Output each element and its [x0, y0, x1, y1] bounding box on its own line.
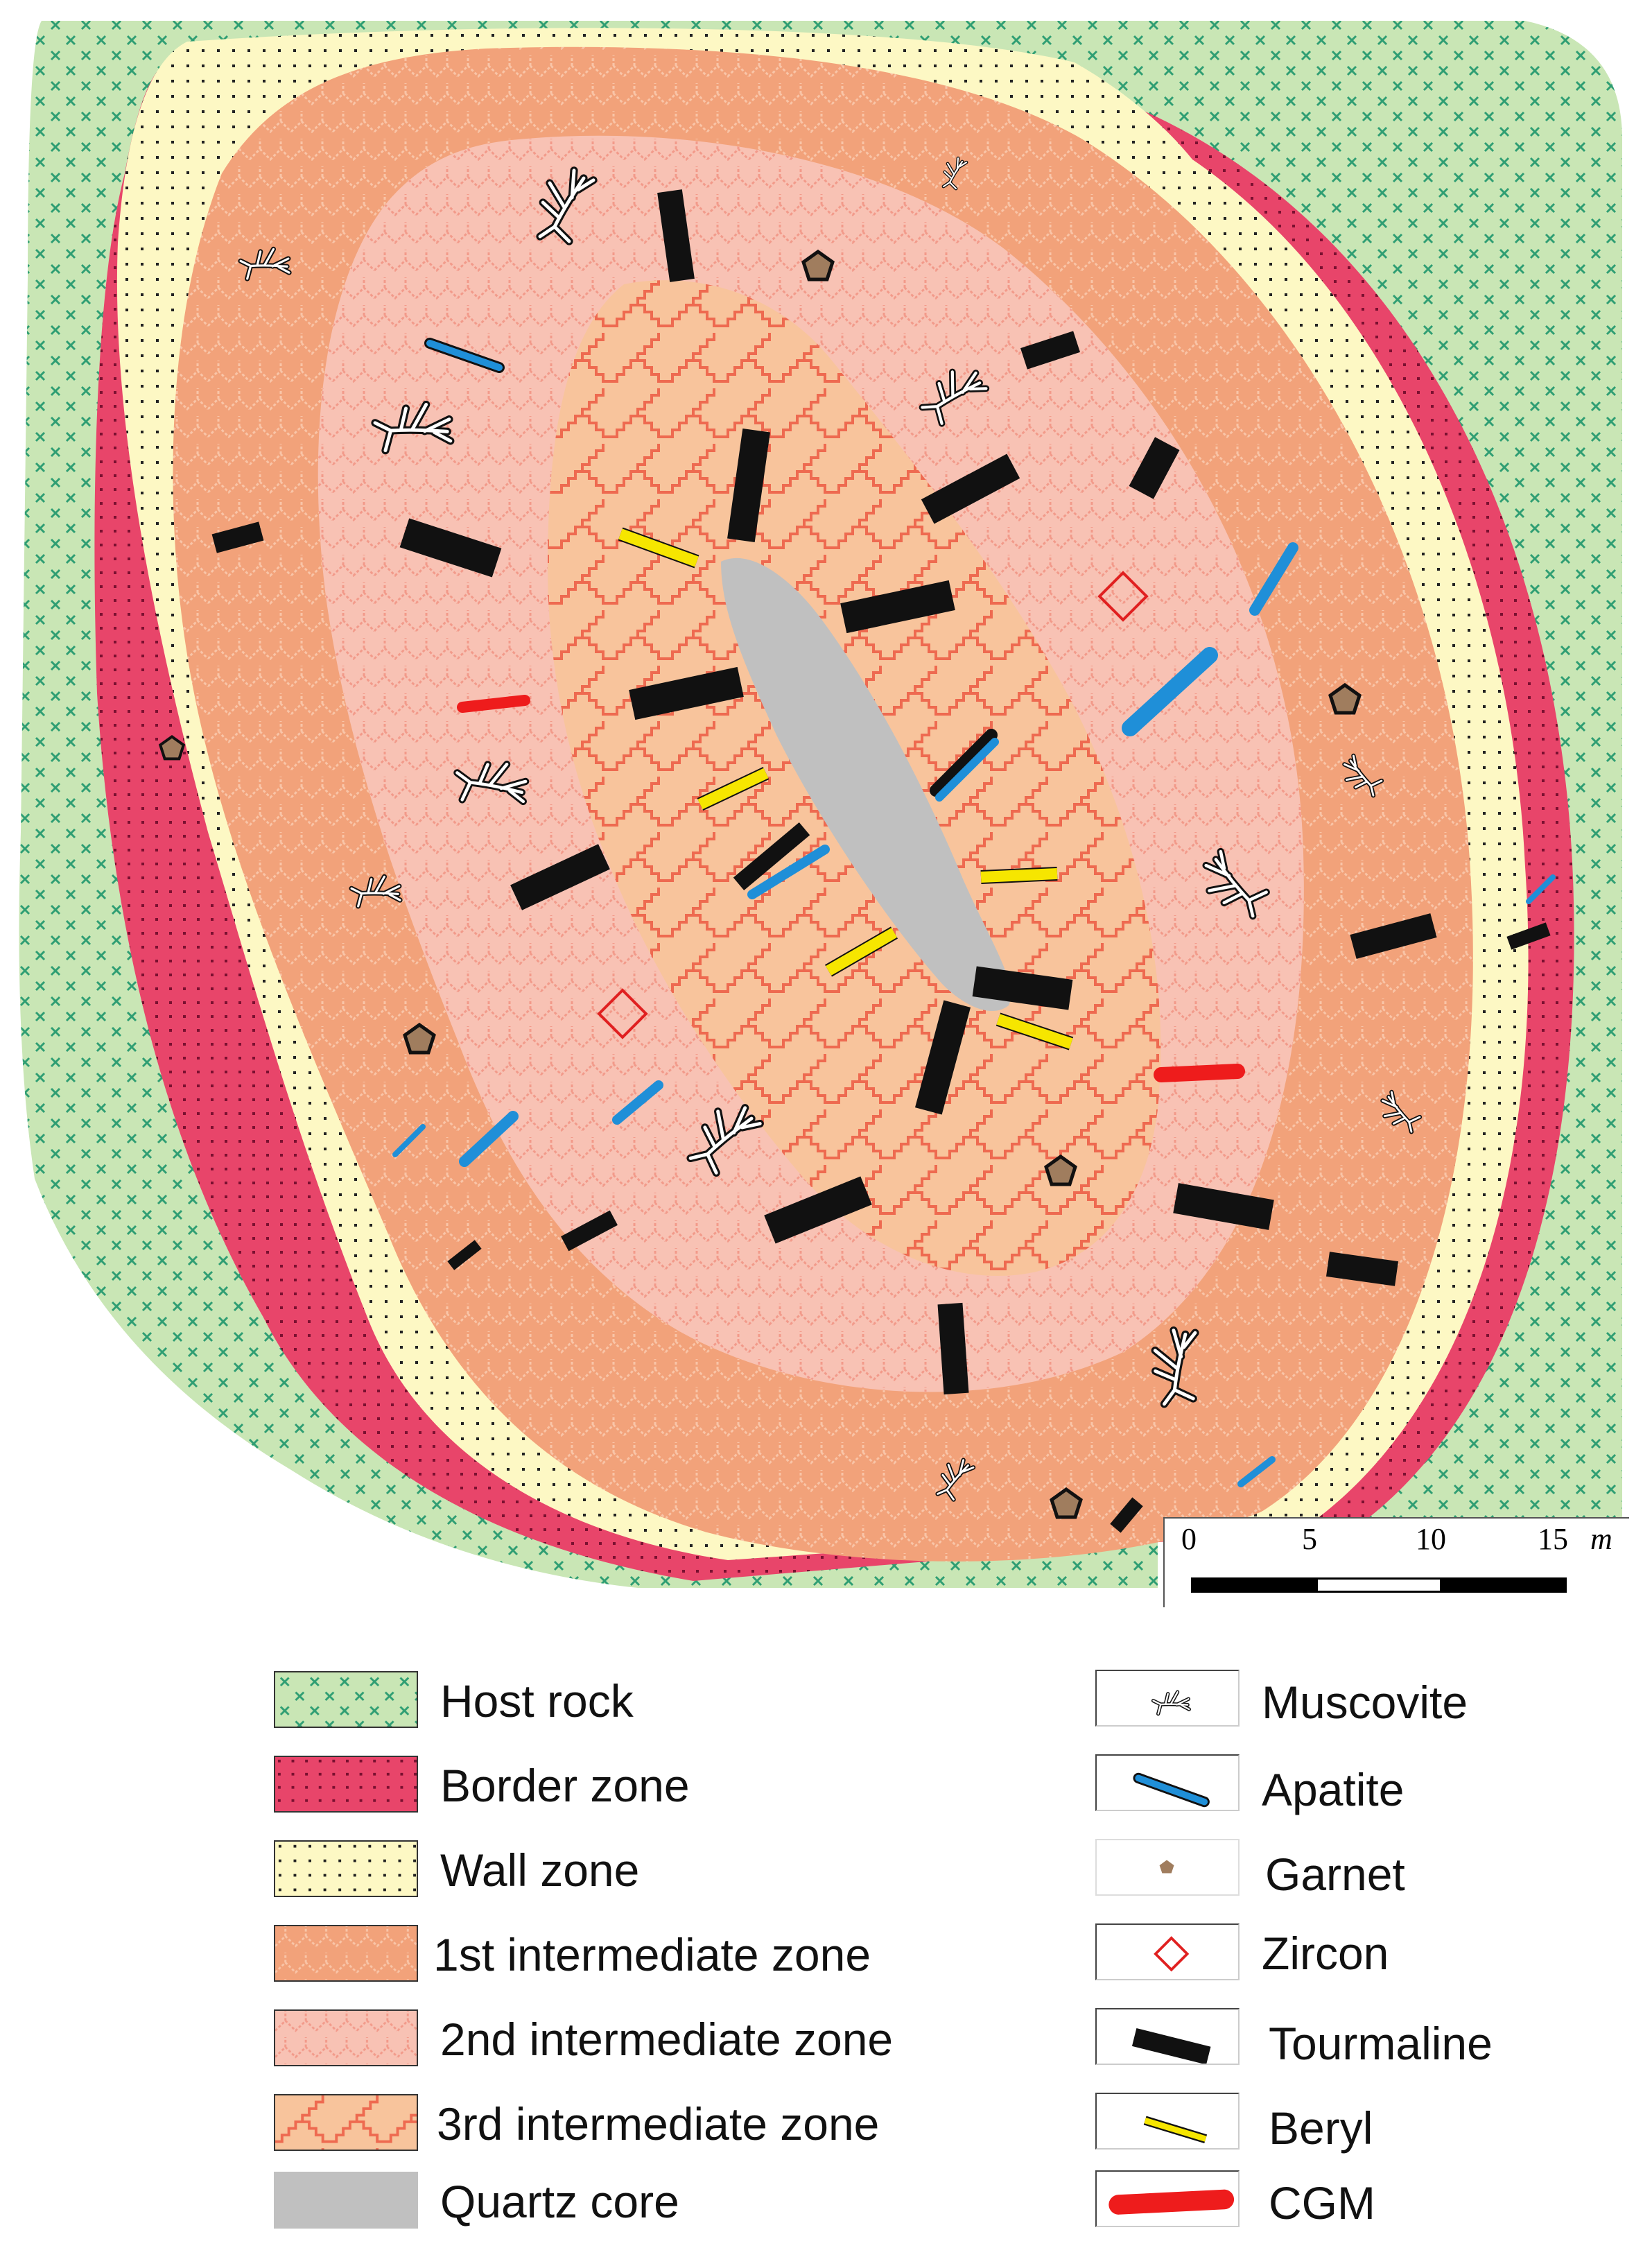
first-intermediate-zone-swatch — [274, 1925, 418, 1982]
quartz-core-label: Quartz core — [440, 2176, 679, 2227]
third-intermediate-zone-label: 3rd intermediate zone — [437, 2098, 880, 2150]
apatite-crystals — [392, 338, 1556, 1487]
tourmaline-icon — [1095, 2008, 1240, 2065]
host-rock-swatch — [274, 1671, 418, 1728]
muscovite-label: Muscovite — [1262, 1677, 1468, 1728]
tourmaline-label: Tourmaline — [1269, 2018, 1493, 2069]
quartz-core-swatch — [274, 2172, 418, 2229]
cgm-icon — [1095, 2170, 1240, 2227]
zircon-crystals — [597, 571, 1149, 1039]
beryl-icon — [1095, 2093, 1240, 2150]
first-intermediate-zone-label: 1st intermediate zone — [433, 1929, 871, 1980]
scale-tick-5: 5 — [1302, 1522, 1317, 1556]
cgm-label: CGM — [1269, 2177, 1375, 2229]
border-zone-swatch — [274, 1756, 418, 1813]
scale-tick-15: 15 — [1538, 1522, 1568, 1556]
zircon-icon — [1095, 1923, 1240, 1980]
cgm-crystals — [457, 695, 1245, 1082]
muscovite-icon — [1095, 1670, 1240, 1727]
border-zone-label: Border zone — [440, 1760, 690, 1811]
scale-tick-0: 0 — [1181, 1522, 1197, 1556]
quartz-core — [721, 557, 1011, 1012]
garnet-icon — [1095, 1839, 1240, 1896]
wall-zone-label: Wall zone — [440, 1844, 640, 1896]
zircon-label: Zircon — [1262, 1928, 1389, 1979]
second-intermediate-zone-label: 2nd intermediate zone — [440, 2014, 894, 2065]
pegmatite-zoning-map — [19, 21, 1622, 1588]
scale-unit: m — [1590, 1522, 1612, 1556]
host-rock-label: Host rock — [440, 1675, 634, 1727]
garnet-label: Garnet — [1265, 1849, 1405, 1900]
beryl-label: Beryl — [1269, 2102, 1373, 2154]
tourmaline-crystals — [211, 189, 1551, 1533]
apatite-label: Apatite — [1262, 1764, 1405, 1815]
second-intermediate-zone-swatch — [274, 2009, 418, 2066]
beryl-crystals — [618, 527, 1074, 1050]
wall-zone-swatch — [274, 1840, 418, 1897]
scale-bar: 0 5 10 15 m — [1163, 1517, 1629, 1607]
third-intermediate-zone-swatch — [274, 2094, 418, 2151]
scale-segment-2 — [1316, 1577, 1442, 1593]
scale-tick-10: 10 — [1416, 1522, 1446, 1556]
apatite-icon — [1095, 1754, 1240, 1811]
scale-segment-1 — [1191, 1577, 1317, 1593]
scale-segment-3 — [1441, 1577, 1567, 1593]
